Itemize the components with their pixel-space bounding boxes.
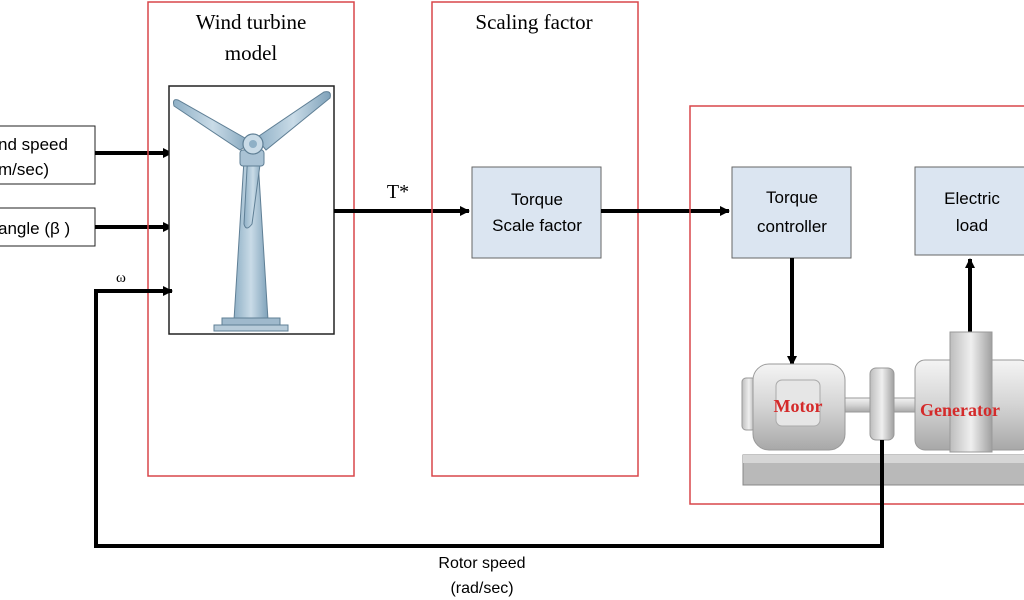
generator-label: Generator [920, 400, 1000, 420]
torque-reference-label: T* [387, 181, 409, 203]
electric-load-line1: Electric [944, 189, 1000, 208]
drive-system-section [689, 105, 1024, 505]
electric-load-block [914, 166, 1024, 256]
motor-label: Motor [774, 396, 823, 416]
omega-label: ω [116, 270, 126, 286]
torque-controller-line2: controller [757, 217, 827, 236]
wind-turbine-section [147, 1, 355, 477]
rotor-speed-label-line2: (rad/sec) [450, 580, 513, 597]
electric-load-line2: load [956, 216, 988, 235]
torque-scale-factor-block [471, 166, 602, 259]
wind-speed-input-box [0, 125, 96, 185]
motor-generator-image [741, 331, 1024, 486]
rotor-speed-feedback-line [94, 286, 884, 548]
scaling-factor-title: Scaling factor [475, 10, 592, 34]
rotor-speed-label-line1: Rotor speed [438, 555, 525, 572]
torque-controller-line1: Torque [766, 188, 818, 207]
wind-turbine-image [168, 85, 335, 335]
wind-turbine-title-line1: Wind turbine [196, 10, 307, 34]
wind-turbine-title-line2: model [225, 41, 278, 65]
wind-speed-label-line2: m/sec) [0, 160, 49, 179]
wind-speed-label-line1: nd speed [0, 135, 68, 154]
pitch-angle-input-box [0, 207, 96, 247]
torque-controller-block [731, 166, 852, 259]
pitch-angle-label: angle (β ) [0, 219, 70, 238]
scaling-factor-section [431, 1, 639, 477]
torque-scale-factor-line2: Scale factor [492, 216, 582, 235]
torque-scale-factor-line1: Torque [511, 190, 563, 209]
